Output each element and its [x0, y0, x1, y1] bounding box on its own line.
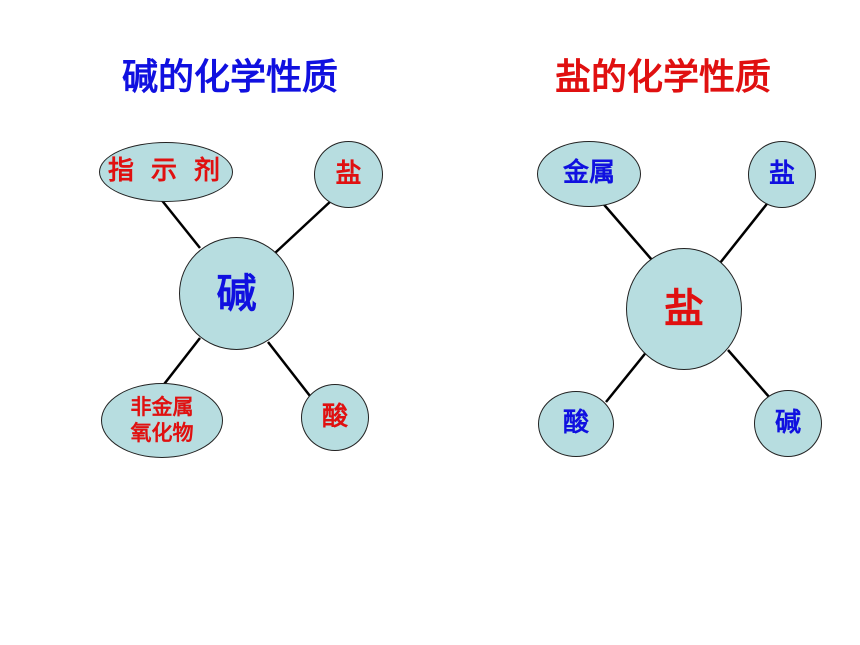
- salt-node-base: 碱: [754, 390, 822, 457]
- base-node-salt: 盐: [314, 141, 383, 208]
- salt-center-node: 盐: [626, 248, 742, 370]
- salt-node-base-label: 碱: [774, 407, 801, 438]
- base-connector-salt: [274, 199, 333, 254]
- salt-node-metal: 金属: [537, 141, 641, 207]
- base-node-oxide-line2: 氧化物: [130, 420, 194, 445]
- salt-connector-acid: [605, 349, 649, 403]
- salt-title: 盐的化学性质: [555, 57, 772, 98]
- salt-connector-salt: [719, 199, 771, 264]
- base-connector-indicator: [159, 197, 201, 249]
- base-node-acid: 酸: [301, 384, 369, 451]
- salt-node-acid-label: 酸: [562, 408, 589, 439]
- base-node-nonmetal-oxide: 非金属 氧化物: [101, 383, 223, 458]
- base-center-node: 碱: [179, 237, 294, 350]
- salt-center-label: 盐: [664, 286, 704, 332]
- salt-connector-base: [727, 349, 771, 399]
- base-title: 碱的化学性质: [122, 57, 339, 98]
- base-node-indicator: 指 示 剂: [99, 142, 233, 202]
- base-connector-acid: [267, 341, 311, 397]
- base-center-label: 碱: [216, 270, 257, 317]
- salt-node-salt-label: 盐: [768, 158, 795, 189]
- salt-node-metal-label: 金属: [562, 158, 615, 189]
- salt-connector-metal: [599, 199, 653, 261]
- base-node-salt-label: 盐: [335, 158, 362, 189]
- base-node-oxide-line1: 非金属: [130, 395, 194, 420]
- salt-node-acid: 酸: [538, 391, 614, 457]
- salt-node-salt: 盐: [748, 141, 816, 208]
- base-node-acid-label: 酸: [321, 401, 348, 432]
- base-node-indicator-label: 指 示 剂: [107, 156, 225, 187]
